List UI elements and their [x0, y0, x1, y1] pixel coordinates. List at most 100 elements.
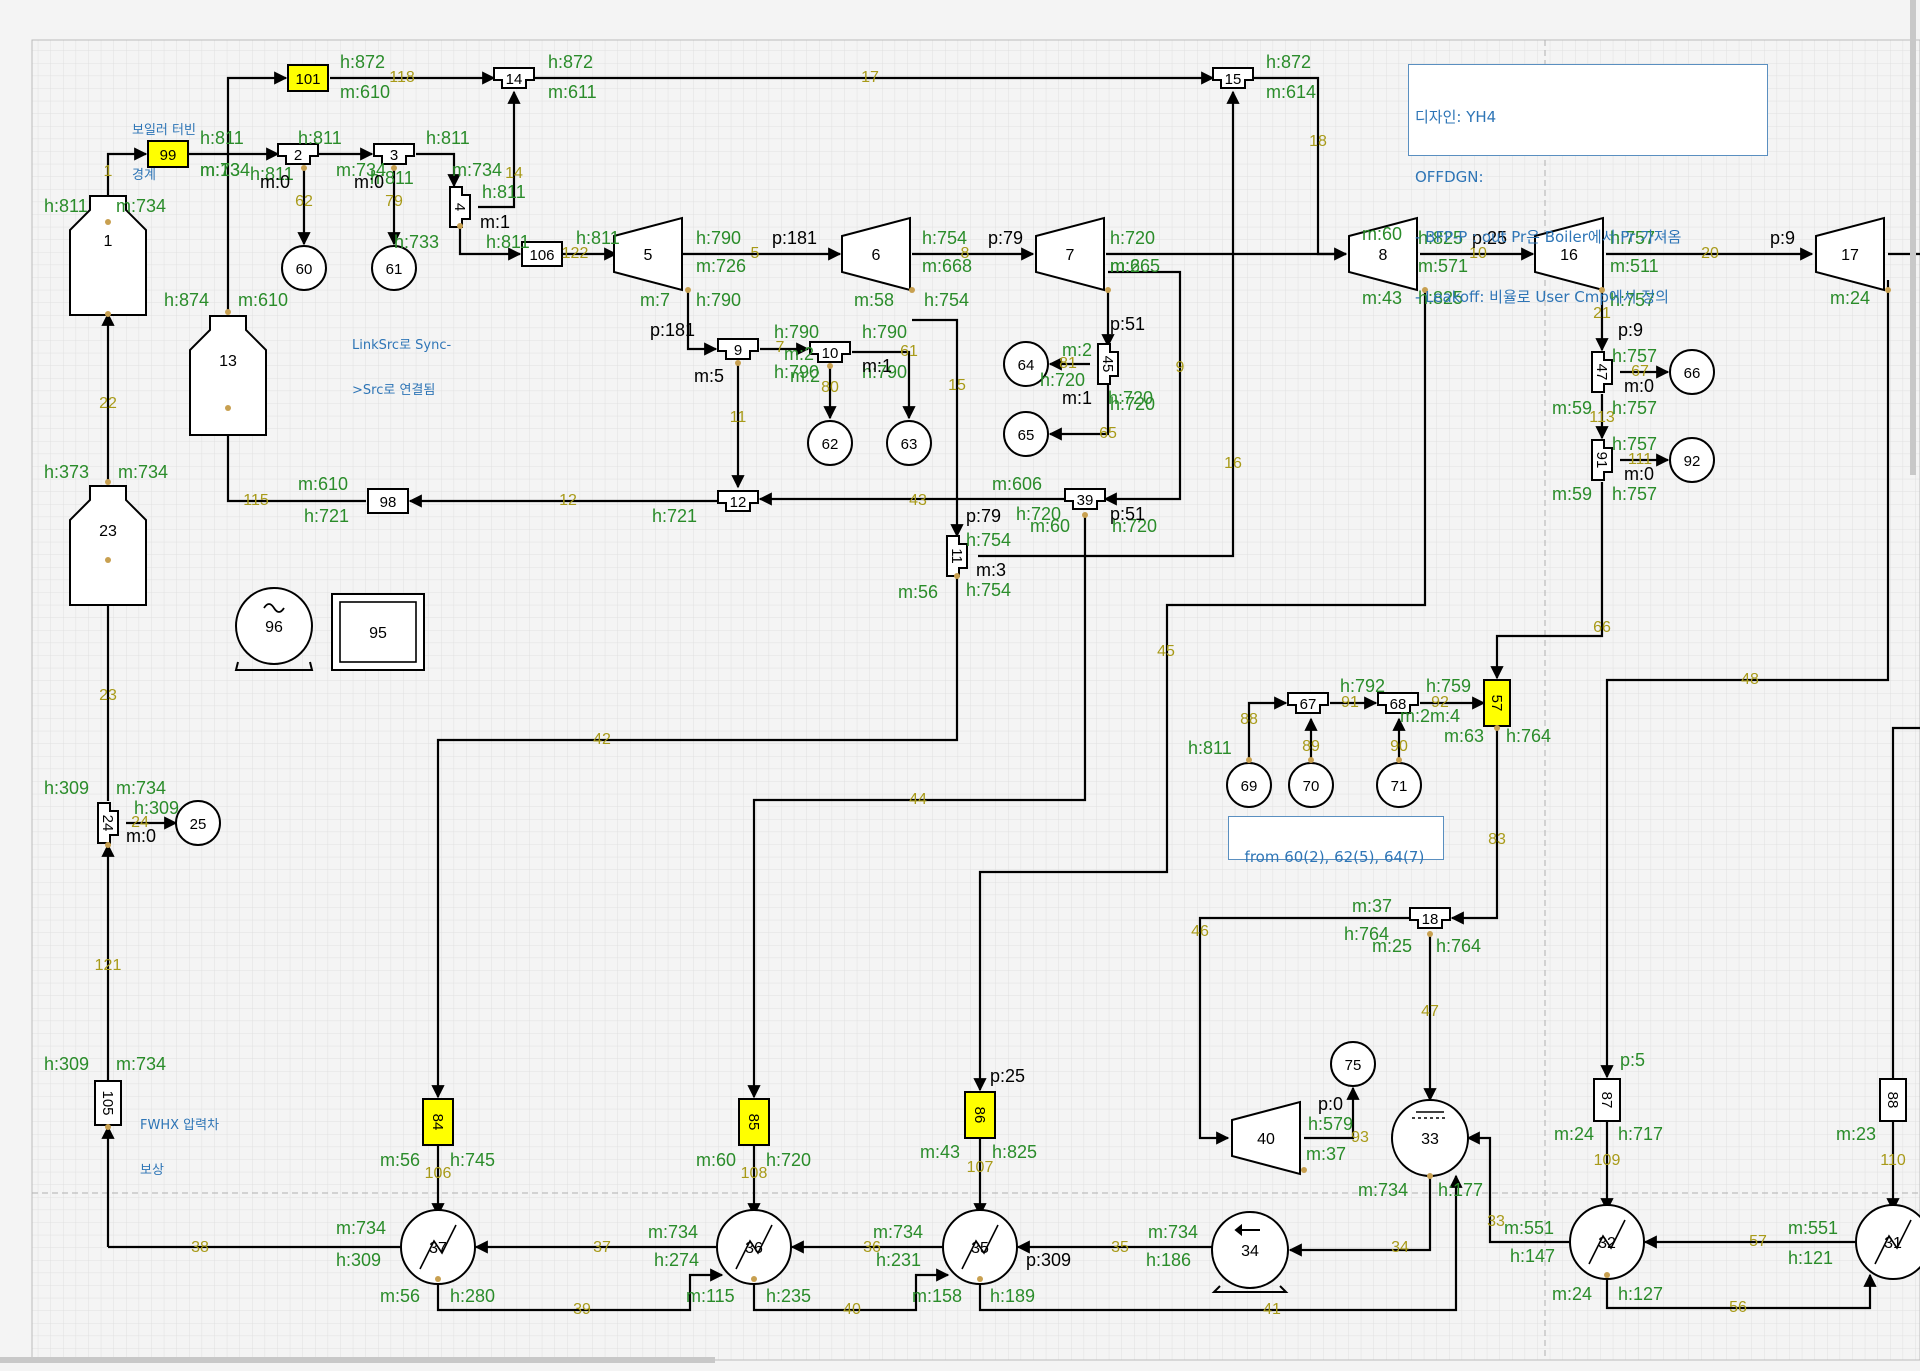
unit-5-turbine[interactable]: 5	[613, 216, 683, 292]
unit-69-sink[interactable]: 69	[1226, 762, 1272, 808]
unit-31-heater[interactable]: 31	[1855, 1204, 1920, 1280]
unit-68-splitter[interactable]: 68	[1377, 692, 1419, 714]
property-value: h:721	[304, 506, 349, 526]
unit-37-heater[interactable]: 37	[400, 1209, 476, 1285]
unit-34-pump[interactable]: 34	[1211, 1211, 1289, 1293]
unit-3-splitter[interactable]: 3	[373, 143, 415, 165]
unit-24-splitter-v[interactable]: 24	[97, 802, 119, 844]
property-value: p:79	[966, 506, 1001, 526]
vertical-scrollbar[interactable]	[1910, 0, 1916, 475]
unit-13-boiler[interactable]: 13	[189, 315, 267, 436]
unit-23-boiler[interactable]: 23	[69, 485, 147, 606]
unit-39-mixer[interactable]: 39	[1064, 488, 1106, 510]
unit-86-box-v[interactable]: 86	[964, 1091, 996, 1139]
property-value: p:5	[1620, 1050, 1645, 1070]
unit-40-turbine[interactable]: 40	[1231, 1100, 1301, 1176]
property-value: m:4	[1430, 706, 1460, 726]
unit-35-heater[interactable]: 35	[942, 1209, 1018, 1285]
unit-25-sink[interactable]: 25	[175, 800, 221, 846]
property-value: m:56	[380, 1150, 420, 1170]
unit-11-splitter-v[interactable]: 11	[946, 535, 968, 577]
unit-45-splitter-v[interactable]: 45	[1097, 343, 1119, 385]
unit-62-sink[interactable]: 62	[807, 420, 853, 466]
unit-label: 9	[734, 342, 742, 359]
stream-number: 108	[741, 1165, 768, 1182]
unit-label: 63	[901, 436, 918, 453]
unit-7-turbine[interactable]: 7	[1035, 216, 1105, 292]
property-value: h:189	[990, 1286, 1035, 1306]
horizontal-scrollbar[interactable]	[0, 1357, 715, 1363]
property-value: p:181	[772, 228, 817, 248]
stream-number: 110	[1880, 1152, 1906, 1169]
stream-number: 88	[1240, 711, 1258, 728]
port-dot	[1308, 757, 1314, 763]
pipe	[852, 350, 916, 420]
property-value: m:734	[336, 1218, 386, 1238]
pipe	[226, 71, 288, 312]
unit-87-box-v[interactable]: 87	[1593, 1078, 1621, 1122]
property-value: m:734	[452, 160, 502, 180]
unit-15-mixer[interactable]: 15	[1212, 67, 1254, 89]
unit-70-sink[interactable]: 70	[1288, 762, 1334, 808]
stream-number: 16	[1224, 455, 1242, 472]
unit-60-sink[interactable]: 60	[281, 245, 327, 291]
property-value: m:13	[200, 160, 240, 180]
unit-91-splitter-v[interactable]: 91	[1591, 439, 1613, 481]
property-value: h:757	[1612, 398, 1657, 418]
unit-98-box[interactable]: 98	[367, 488, 409, 514]
unit-92-sink[interactable]: 92	[1669, 437, 1715, 483]
unit-9-splitter[interactable]: 9	[717, 338, 759, 360]
unit-84-box-v[interactable]: 84	[422, 1098, 454, 1146]
unit-1-boiler[interactable]: 1	[69, 195, 147, 316]
unit-33-deaerator[interactable]: 33	[1391, 1099, 1469, 1177]
pipe	[1605, 1273, 1877, 1310]
unit-32-heater[interactable]: 32	[1569, 1204, 1645, 1280]
property-value: m:2	[784, 344, 814, 364]
unit-57-box-v[interactable]: 57	[1483, 679, 1511, 727]
unit-95-display[interactable]: 95	[331, 593, 425, 671]
property-value: h:754	[924, 290, 969, 310]
property-value: m:734	[1148, 1222, 1198, 1242]
unit-4-splitter-v[interactable]: 4	[449, 186, 471, 228]
unit-63-sink[interactable]: 63	[886, 420, 932, 466]
unit-85-box-v[interactable]: 85	[738, 1098, 770, 1146]
property-value: h:579	[1308, 1114, 1353, 1134]
unit-label: 31	[1884, 1235, 1902, 1252]
unit-65-sink[interactable]: 65	[1003, 411, 1049, 457]
property-value: h:720	[766, 1150, 811, 1170]
unit-105-box-v[interactable]: 105	[94, 1080, 122, 1126]
unit-label: 2	[294, 147, 302, 164]
linksrc-label: LinkSrc로 Sync- >Src로 연결됨	[352, 338, 452, 398]
unit-14-mixer[interactable]: 14	[493, 67, 535, 89]
property-value: m:60	[1362, 224, 1402, 244]
unit-label: 17	[1841, 247, 1859, 264]
property-value: h:733	[394, 232, 439, 252]
property-value: h:757	[1612, 434, 1657, 454]
unit-99-box[interactable]: 99	[147, 140, 189, 168]
unit-64-sink[interactable]: 64	[1003, 341, 1049, 387]
unit-8-turbine[interactable]: 8	[1348, 216, 1418, 292]
unit-10-splitter[interactable]: 10	[809, 341, 851, 363]
unit-17-turbine[interactable]: 17	[1815, 216, 1885, 292]
unit-66-sink[interactable]: 66	[1669, 349, 1715, 395]
unit-71-sink[interactable]: 71	[1376, 762, 1422, 808]
unit-67-splitter[interactable]: 67	[1287, 692, 1329, 714]
unit-96-generator[interactable]: 96	[234, 587, 314, 671]
pipe	[1891, 726, 1920, 1079]
property-value: m:0	[354, 172, 384, 192]
unit-label: 95	[369, 625, 387, 642]
unit-88-box-v[interactable]: 88	[1879, 1078, 1907, 1122]
unit-61-sink[interactable]: 61	[371, 245, 417, 291]
unit-label: 87	[1598, 1092, 1615, 1109]
unit-106-box[interactable]: 106	[521, 241, 563, 267]
unit-47-splitter-v[interactable]: 47	[1591, 351, 1613, 393]
property-value: m:63	[1444, 726, 1484, 746]
unit-12-mixer[interactable]: 12	[717, 490, 759, 512]
property-value: m:24	[1552, 1284, 1592, 1304]
unit-75-sink[interactable]: 75	[1330, 1041, 1376, 1087]
unit-36-heater[interactable]: 36	[716, 1209, 792, 1285]
unit-2-splitter[interactable]: 2	[277, 143, 319, 165]
unit-18-splitter[interactable]: 18	[1409, 907, 1451, 929]
unit-101-box[interactable]: 101	[287, 64, 329, 92]
port-dot	[105, 557, 111, 563]
